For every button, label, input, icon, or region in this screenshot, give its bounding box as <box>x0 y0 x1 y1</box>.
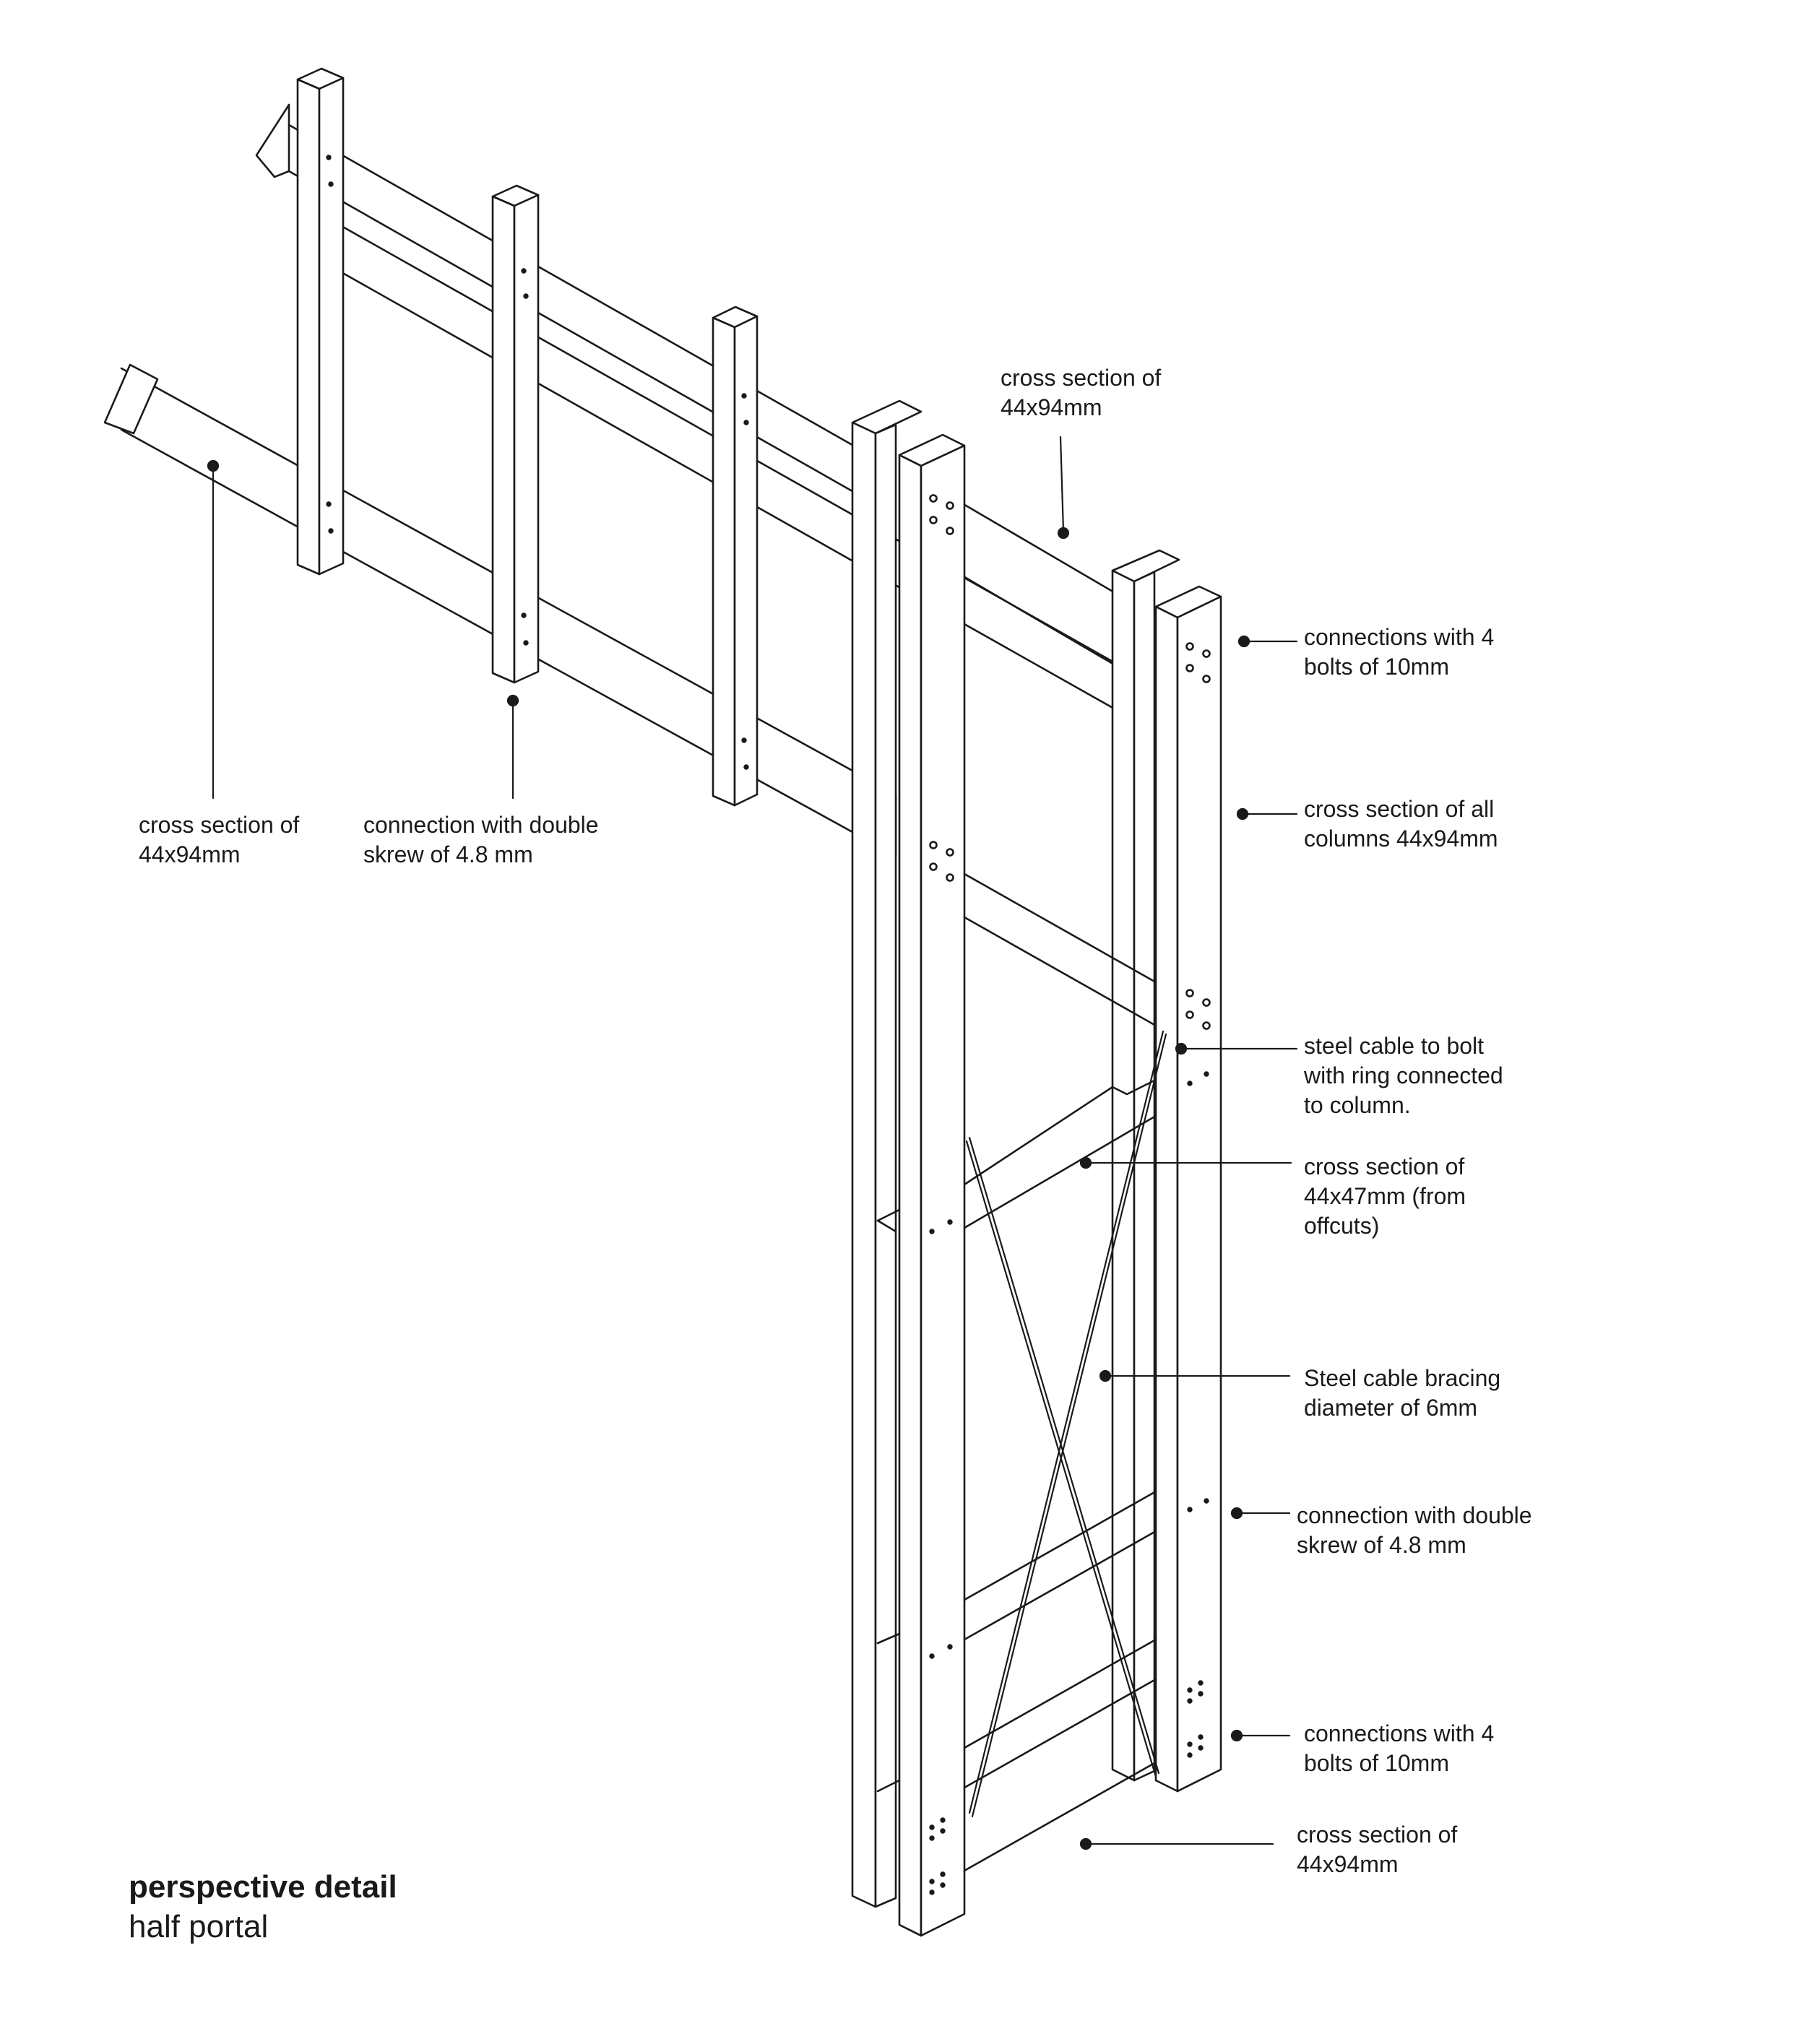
label-line: diameter of 6mm <box>1304 1395 1478 1421</box>
left-column-back <box>851 399 923 1908</box>
label-line: skrew of 4.8 mm <box>1297 1532 1466 1558</box>
label-right-screw-connection: connection with double skrew of 4.8 mm <box>1297 1501 1532 1560</box>
label-line: Steel cable bracing <box>1304 1365 1501 1391</box>
label-offcut-section: cross section of 44x47mm (from offcuts) <box>1304 1152 1466 1241</box>
leader-lines <box>207 436 1298 1850</box>
label-line: 44x94mm <box>139 841 241 867</box>
label-line: cross section of <box>1297 1822 1458 1848</box>
label-left-beam-section: cross section of 44x94mm <box>139 810 299 870</box>
purlin-post-1 <box>296 67 345 576</box>
label-line: bolts of 10mm <box>1304 654 1449 680</box>
label-bolts-top: connections with 4 bolts of 10mm <box>1304 623 1494 682</box>
label-line: 44x47mm (from <box>1304 1183 1466 1209</box>
purlin-post-2 <box>491 184 540 684</box>
label-line: steel cable to bolt <box>1304 1033 1485 1059</box>
label-line: skrew of 4.8 mm <box>363 841 533 867</box>
label-line: 44x94mm <box>1297 1851 1399 1877</box>
right-column-back <box>1111 549 1180 1782</box>
label-cable-bracing: Steel cable bracing diameter of 6mm <box>1304 1364 1500 1423</box>
drawing-title: perspective detail <box>129 1869 397 1905</box>
drawing-subtitle: half portal <box>129 1909 269 1944</box>
label-line: cross section of all <box>1304 796 1495 822</box>
label-bolts-bottom: connections with 4 bolts of 10mm <box>1304 1719 1494 1778</box>
steel-cable-bracing <box>965 1030 1167 1818</box>
label-line: cross section of <box>1001 365 1162 391</box>
label-top-beam-section: cross section of 44x94mm <box>1001 363 1161 423</box>
right-column-front <box>1154 585 1222 1793</box>
label-line: connections with 4 <box>1304 1720 1495 1746</box>
label-line: bolts of 10mm <box>1304 1750 1449 1776</box>
purlin-post-3 <box>712 306 759 807</box>
roof-beams <box>103 103 1150 857</box>
label-line: to column. <box>1304 1092 1411 1118</box>
label-line: cross section of <box>139 812 300 838</box>
label-bottom-beam-section: cross section of 44x94mm <box>1297 1820 1457 1879</box>
left-column-front <box>898 433 966 1937</box>
label-cable-ring: steel cable to bolt with ring connected … <box>1304 1031 1503 1120</box>
label-line: offcuts) <box>1304 1213 1380 1239</box>
label-columns-section: cross section of all columns 44x94mm <box>1304 794 1498 854</box>
label-left-screw-connection: connection with double skrew of 4.8 mm <box>363 810 599 870</box>
label-line: with ring connected <box>1304 1062 1503 1088</box>
label-line: cross section of <box>1304 1153 1465 1179</box>
label-line: connection with double <box>1297 1502 1532 1528</box>
label-line: 44x94mm <box>1001 394 1102 420</box>
label-line: connections with 4 <box>1304 624 1495 650</box>
label-line: connection with double <box>363 812 599 838</box>
label-line: columns 44x94mm <box>1304 826 1498 852</box>
